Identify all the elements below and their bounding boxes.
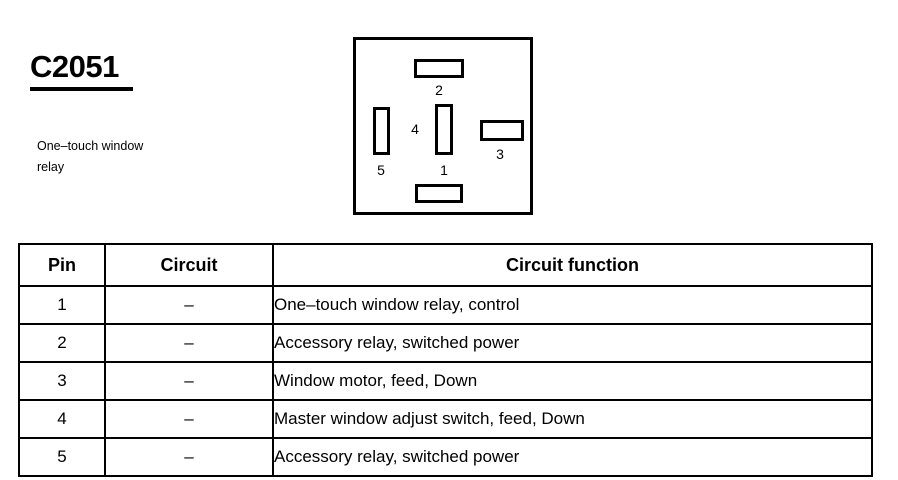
cell-circuit: –: [104, 323, 274, 363]
table-row: 2–Accessory relay, switched power: [18, 323, 873, 363]
connector-description-line-1: One–touch window: [37, 139, 144, 153]
cell-pin: 1: [18, 285, 106, 325]
connector-id-title: C2051: [30, 49, 119, 84]
column-header-circuit: Circuit: [104, 243, 274, 287]
pin-label-3: 3: [496, 146, 504, 162]
connector-description-line-2: relay: [37, 160, 65, 174]
connector-id-block: C2051 One–touch window relay: [30, 49, 310, 174]
pin-cavity-3: [480, 120, 524, 141]
table-header-row: Pin Circuit Circuit function: [18, 243, 873, 287]
title-underline-rule: [30, 87, 133, 91]
cell-pin: 5: [18, 437, 106, 477]
pinout-table: Pin Circuit Circuit function 1–One–touch…: [18, 243, 873, 477]
pin-label-1: 1: [440, 162, 448, 178]
cell-circuit-function: Master window adjust switch, feed, Down: [272, 399, 873, 439]
cell-circuit: –: [104, 361, 274, 401]
connector-face-diagram: 2 4 5 1 3: [353, 37, 533, 215]
table-row: 4–Master window adjust switch, feed, Dow…: [18, 399, 873, 439]
pin-cavity-2: [414, 59, 464, 78]
cell-circuit-function: Accessory relay, switched power: [272, 323, 873, 363]
table-row: 1–One–touch window relay, control: [18, 285, 873, 325]
table-row: 5–Accessory relay, switched power: [18, 437, 873, 477]
connector-description: One–touch window relay: [37, 136, 237, 178]
cell-circuit: –: [104, 437, 274, 477]
cell-pin: 2: [18, 323, 106, 363]
table-row: 3–Window motor, feed, Down: [18, 361, 873, 401]
pin-cavity-4: [435, 104, 453, 155]
pin-label-2: 2: [435, 82, 443, 98]
cell-circuit-function: Accessory relay, switched power: [272, 437, 873, 477]
column-header-pin: Pin: [18, 243, 106, 287]
pin-label-5: 5: [377, 162, 385, 178]
pin-label-4: 4: [411, 121, 419, 137]
cell-circuit-function: One–touch window relay, control: [272, 285, 873, 325]
pin-cavity-5: [373, 107, 390, 155]
cell-circuit-function: Window motor, feed, Down: [272, 361, 873, 401]
cell-pin: 4: [18, 399, 106, 439]
cell-pin: 3: [18, 361, 106, 401]
cell-circuit: –: [104, 399, 274, 439]
pin-cavity-1: [415, 184, 463, 203]
cell-circuit: –: [104, 285, 274, 325]
column-header-circuit-function: Circuit function: [272, 243, 873, 287]
